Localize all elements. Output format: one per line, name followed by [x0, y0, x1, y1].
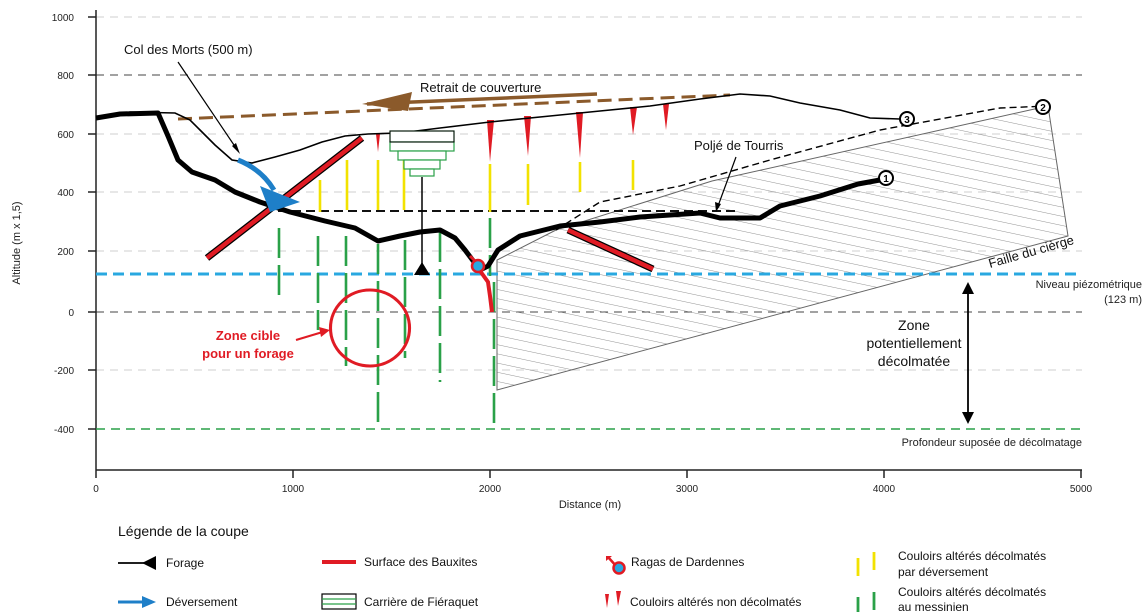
zone-cible-ellipse: [328, 288, 412, 368]
profile-number-1: 1: [878, 170, 894, 186]
y-tick-label: 0: [68, 308, 74, 319]
x-tick-label: 2000: [479, 484, 502, 495]
x-axis-label: Distance (m): [559, 499, 621, 511]
forage-triangle: [414, 262, 430, 275]
y-tick-labels: 1000 800 600 400 200 0 -200 -400: [52, 13, 75, 436]
hatched-block: [496, 105, 1069, 391]
x-tick-label: 4000: [873, 484, 896, 495]
profile-number-3: 3: [899, 111, 915, 127]
x-tick-label: 3000: [676, 484, 699, 495]
legend-bauxites-label: Surface des Bauxites: [364, 555, 477, 569]
polje-label: Poljé de Tourris: [694, 138, 784, 153]
hatched-block-upper-dash: [555, 105, 1049, 231]
carriere-block: [389, 130, 455, 177]
col-des-morts-pointer: [177, 61, 237, 149]
legend-ragas-icon: [606, 556, 626, 575]
niveau-piezometrique-label-2: (123 m): [1104, 294, 1142, 306]
profile-3-line: [95, 93, 901, 164]
carriere-block-lines: [389, 130, 455, 143]
profile-1-line: [95, 110, 881, 273]
y-axis-label: Altitude (m x 1,5): [11, 201, 23, 284]
zone-cible-label-2: pour un forage: [202, 346, 294, 361]
legend-ragas-label: Ragas de Dardennes: [631, 555, 744, 569]
legend-couloirs-dev-icon: [856, 552, 876, 576]
legend-deversement-label: Déversement: [166, 595, 238, 609]
svg-text:1: 1: [883, 174, 889, 185]
legend-couloirs-mes-label-2: au messinien: [898, 600, 969, 614]
ragas-marker: [468, 254, 486, 274]
y-tick-label: 400: [57, 188, 74, 199]
svg-text:3: 3: [904, 115, 910, 126]
legend-couloirs-mes-icon: [856, 592, 876, 612]
profile-number-2: 2: [1035, 99, 1051, 115]
zone-decolmatee-label-2: potentiellement: [867, 335, 962, 351]
retrait-line: [177, 93, 731, 121]
legend-couloirs-mes-label-1: Couloirs altérés décolmatés: [898, 585, 1046, 599]
zone-decolmatee-arrow: [962, 282, 974, 424]
svg-text:2: 2: [1040, 103, 1046, 114]
retrait-label: Retrait de couverture: [420, 80, 541, 95]
green-couloirs: [277, 218, 496, 425]
x-tick-labels: 0 1000 2000 3000 4000 5000: [93, 484, 1092, 495]
niveau-piezometrique-label-1: Niveau piézométrique: [1036, 279, 1142, 291]
y-tick-label: 800: [57, 71, 74, 82]
legend-forage-label: Forage: [166, 556, 204, 570]
legend-forage-icon: [118, 556, 156, 570]
col-des-morts-label: Col des Morts (500 m): [124, 42, 253, 57]
zone-decolmatee-label-3: décolmatée: [878, 353, 951, 369]
zone-cible-label-1: Zone cible: [216, 328, 280, 343]
profondeur-label: Profondeur suposée de décolmatage: [902, 437, 1082, 449]
y-tick-label: 600: [57, 130, 74, 141]
zone-decolmatee-label-1: Zone: [898, 317, 930, 333]
deversement-arrow: [237, 157, 300, 212]
zone-cible-arrowhead: [319, 327, 330, 337]
x-tick-label: 5000: [1070, 484, 1093, 495]
y-tick-label: -400: [54, 425, 74, 436]
x-tick-label: 0: [93, 484, 99, 495]
legend-carriere-label: Carrière de Fiéraquet: [364, 595, 479, 609]
polje-pointer: [717, 156, 737, 207]
legend-couloirs-non-label: Couloirs altérés non décolmatés: [630, 595, 801, 609]
bauxite-bar-right-fill: [567, 227, 654, 272]
y-tick-label: 1000: [52, 13, 75, 24]
legend-title: Légende de la coupe: [118, 523, 249, 539]
polje-pointer-head: [715, 202, 721, 212]
legend-couloirs-non-icon: [605, 591, 621, 608]
retrait-arrow: [362, 92, 598, 111]
legend-carriere-icon: [321, 593, 357, 610]
legend-couloirs-dev-label-1: Couloirs altérés décolmatés: [898, 549, 1046, 563]
legend-deversement-icon: [118, 596, 156, 608]
y-tick-label: -200: [54, 366, 74, 377]
bauxite-red-vertical: [476, 266, 494, 313]
y-tick-label: 200: [57, 247, 74, 258]
axes: [88, 10, 1082, 478]
col-des-morts-pointer-head: [232, 143, 240, 154]
legend-couloirs-dev-label-2: par déversement: [898, 565, 989, 579]
x-tick-label: 1000: [282, 484, 305, 495]
yellow-couloirs: [318, 160, 635, 212]
